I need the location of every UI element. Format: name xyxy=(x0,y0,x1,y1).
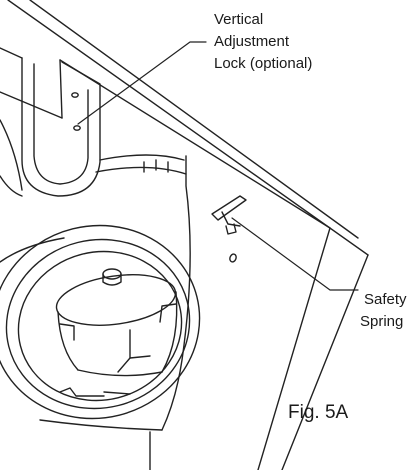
cylinder-body xyxy=(39,154,191,470)
vertical-lock-leader xyxy=(77,41,207,125)
housing-frame xyxy=(0,0,369,470)
figure-label: Fig. 5A xyxy=(288,402,349,423)
safety-spring xyxy=(211,195,247,263)
leader-lines xyxy=(77,41,359,291)
callout-safety-spring: Safety Spring xyxy=(360,291,411,330)
vertical-adjustment-bracket xyxy=(21,57,101,197)
lamp-ring xyxy=(0,224,201,420)
left-shell xyxy=(0,119,65,263)
mounting-panel xyxy=(59,59,331,470)
callout-vertical-adjustment-lock: Vertical Adjustment Lock (optional) xyxy=(214,11,312,72)
safety-spring-leader xyxy=(231,217,359,291)
